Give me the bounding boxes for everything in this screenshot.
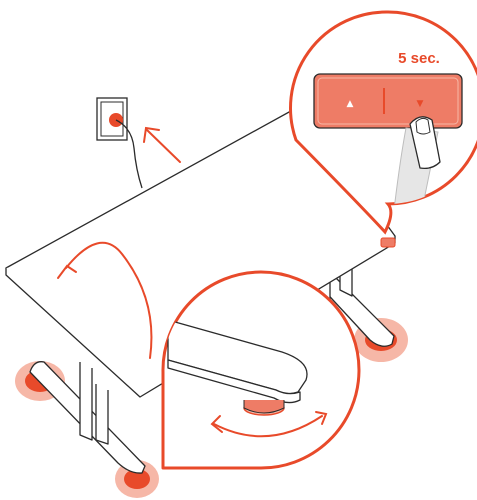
double-curved-arrow-icon bbox=[210, 411, 328, 438]
control-panel-callout: ▲ ▼ 5 sec. bbox=[289, 10, 477, 235]
power-outlet-icon bbox=[96, 97, 128, 141]
pressing-finger-icon bbox=[393, 116, 441, 204]
control-panel bbox=[313, 73, 463, 129]
up-left-arrow-icon bbox=[143, 126, 181, 163]
up-button-icon: ▲ bbox=[347, 99, 354, 109]
power-cable bbox=[115, 119, 143, 189]
timer-label: 5 sec. bbox=[398, 50, 440, 67]
down-button-icon: ▼ bbox=[417, 99, 424, 109]
curved-rotate-arrow-icon bbox=[57, 241, 153, 359]
foot-detail-callout bbox=[161, 270, 361, 470]
